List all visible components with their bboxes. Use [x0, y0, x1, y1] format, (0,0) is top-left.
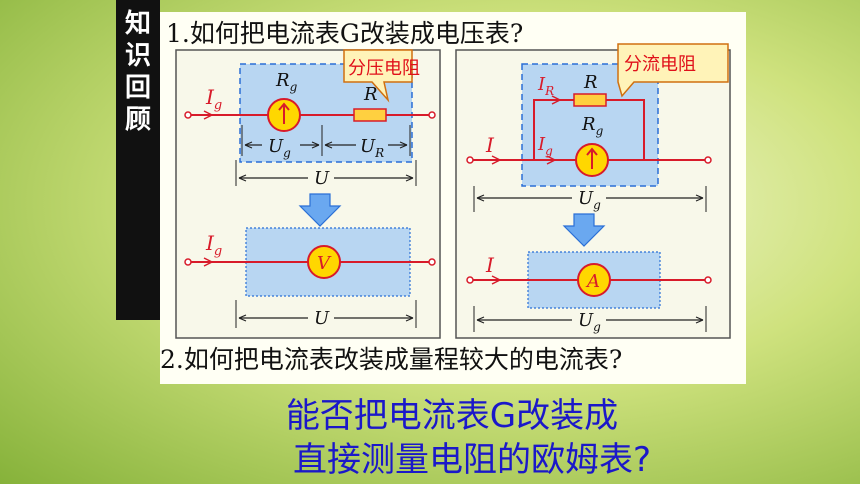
sidebar-char: 识: [124, 41, 151, 71]
label-current-main: I: [485, 133, 495, 157]
ammeter-symbol: A: [585, 271, 600, 292]
callout-bubble-right: [617, 43, 729, 98]
callout-shunt: 分流电阻: [624, 54, 696, 75]
label-ur: UR: [360, 136, 384, 160]
ammeter-diagram: I IR R Rg Ig 分流电阻 Ug I A: [455, 43, 731, 339]
label-current: Ig: [205, 85, 222, 113]
sidebar-char: 回: [124, 73, 151, 103]
sidebar-title: 知 识 回 顾: [116, 8, 160, 136]
headline-line-2: 直接测量电阻的欧姆表?: [292, 440, 652, 480]
label-ug: Ug: [268, 136, 291, 160]
label-r-shunt: R: [583, 72, 598, 93]
shunt-resistor: [573, 93, 607, 107]
sidebar-char: 知: [124, 9, 151, 39]
label-u: U: [314, 168, 330, 189]
down-arrow-icon: [298, 193, 342, 227]
headline-line-1: 能否把电流表G改装成: [285, 396, 619, 436]
label-r: R: [363, 84, 378, 105]
label-current-bottom: Ig: [205, 231, 222, 259]
label-rg: Rg: [275, 70, 298, 94]
sidebar-band: 知 识 回 顾: [116, 0, 160, 320]
voltmeter-diagram: Ig Rg R 分压电阻 Ug UR U: [175, 49, 441, 339]
label-u-bottom: U: [314, 308, 330, 329]
question-2: 2.如何把电流表改装成量程较大的电流表?: [160, 345, 623, 374]
voltmeter-icon: [307, 245, 341, 279]
label-ig: Ig: [537, 134, 553, 158]
label-rg-right: Rg: [581, 114, 604, 138]
current-arrow-icon: [203, 110, 213, 120]
label-ug-right: Ug: [578, 188, 601, 212]
label-current-bottom-right: I: [485, 253, 495, 277]
voltmeter-symbol: V: [317, 253, 332, 274]
label-ir: IR: [537, 74, 554, 98]
ammeter-icon: [577, 263, 611, 297]
voltage-divider-resistor: [353, 108, 387, 122]
callout-voltage-divider: 分压电阻: [348, 58, 420, 79]
down-arrow-icon-right: [562, 213, 606, 247]
callout-bubble: [343, 49, 413, 103]
question-1: 1.如何把电流表G改装成电压表?: [166, 19, 524, 48]
label-ug-bottom-right: Ug: [578, 310, 601, 334]
sidebar-char: 顾: [124, 105, 151, 135]
